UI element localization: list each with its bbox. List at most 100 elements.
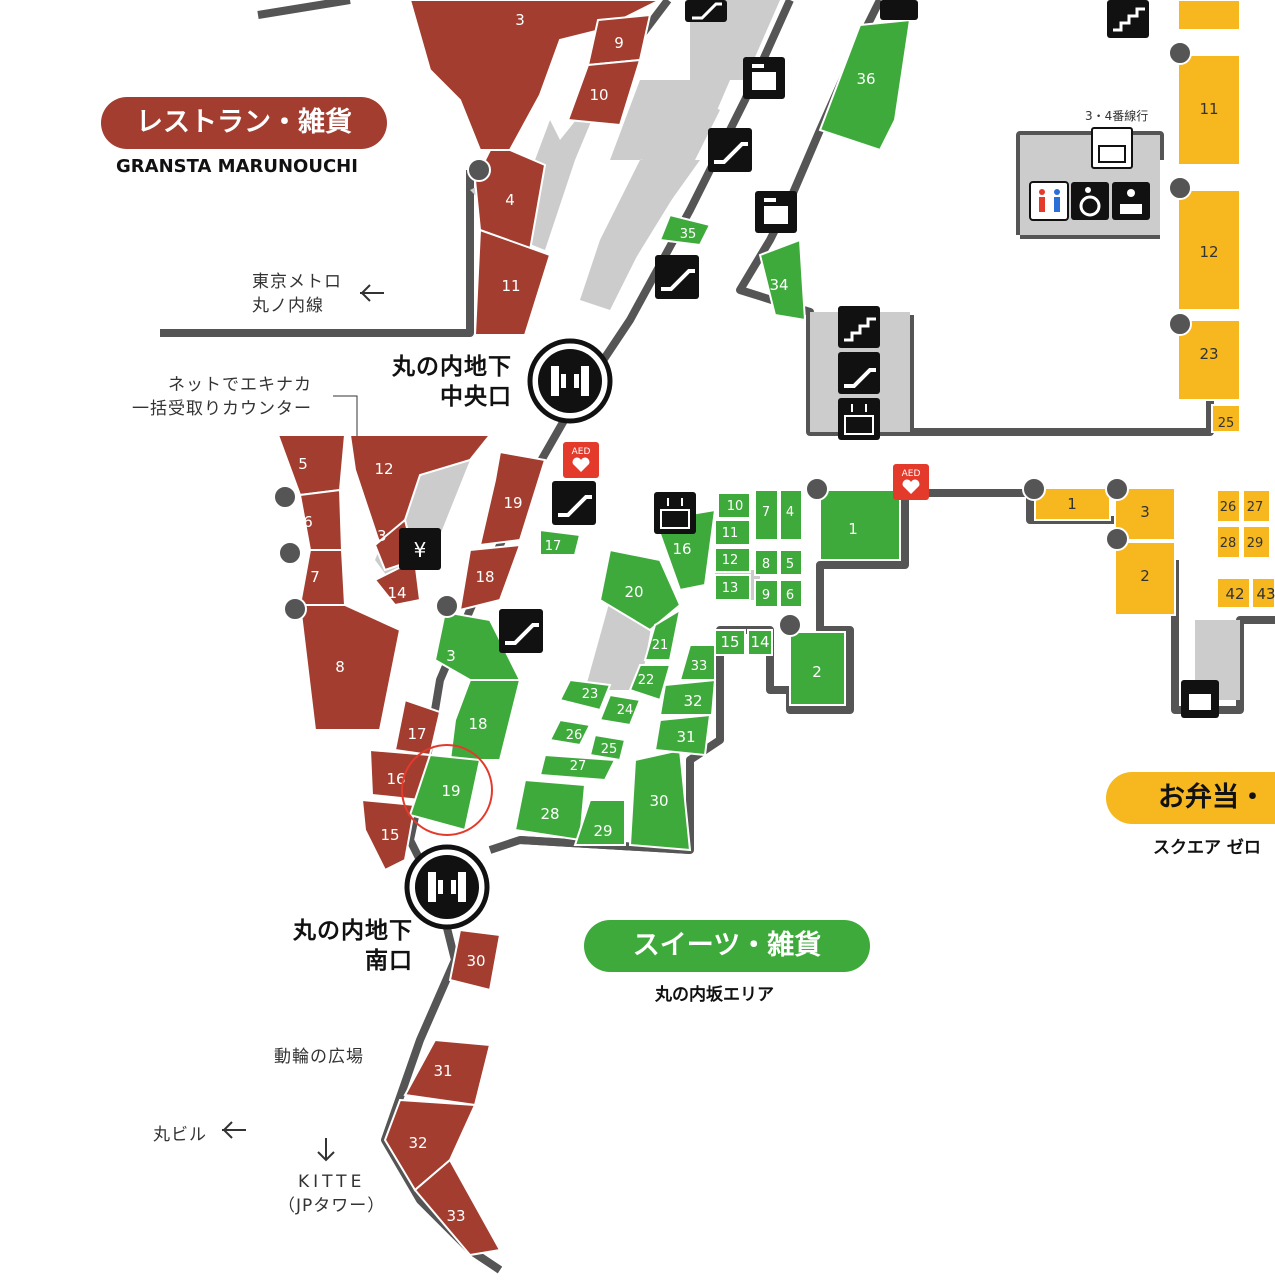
shop-number[interactable]: 16 [386, 770, 405, 788]
shop-number[interactable]: 11 [501, 277, 520, 295]
shop-number[interactable]: 10 [589, 86, 608, 104]
kitte-line1: KITTE [297, 1172, 366, 1192]
restaurant-icon [1168, 41, 1192, 65]
ekinaka-line2: 一括受取りカウンター [132, 399, 312, 419]
shop-number[interactable]: 11 [1199, 100, 1218, 118]
shop-number[interactable]: 18 [468, 715, 487, 733]
shop-number[interactable]: 2 [812, 663, 822, 681]
shop-number[interactable]: 27 [1247, 500, 1264, 515]
shop-number[interactable]: 9 [614, 34, 624, 52]
shop-number[interactable]: 12 [374, 460, 393, 478]
shop-number[interactable]: 27 [570, 759, 587, 774]
shop-number[interactable]: 7 [310, 568, 320, 586]
shop-number[interactable]: 23 [1199, 345, 1218, 363]
shop-number[interactable]: 34 [769, 276, 788, 294]
shop-number[interactable]: 18 [475, 568, 494, 586]
sweets-area-subtitle: 丸の内坂エリア [655, 985, 774, 1005]
shop-number[interactable]: 19 [503, 494, 522, 512]
shop-number[interactable]: 11 [722, 526, 739, 541]
svg-text:AED: AED [902, 469, 921, 479]
shop-number[interactable]: 14 [750, 633, 769, 651]
shop-number[interactable]: 32 [683, 692, 702, 710]
shop-number[interactable]: 30 [649, 792, 668, 810]
restaurant-area-title: レストラン・雑貨 [101, 97, 387, 149]
restroom-icon [1029, 181, 1069, 221]
shop-number[interactable]: 3 [446, 647, 456, 665]
shop-number[interactable]: 3 [515, 11, 525, 29]
shop-number[interactable]: 13 [722, 581, 739, 596]
baby-care-icon [1112, 182, 1150, 220]
shop-number[interactable]: 5 [786, 557, 794, 572]
shop-number[interactable]: 20 [624, 583, 643, 601]
shop-number[interactable]: 32 [408, 1134, 427, 1152]
escalator-icon [708, 128, 752, 172]
shop-number[interactable]: 13 [367, 527, 386, 545]
elevator-icon [838, 398, 880, 440]
shop-number[interactable]: 31 [676, 728, 695, 746]
shop-number[interactable]: 3 [1140, 503, 1150, 521]
shop-number[interactable]: 36 [856, 70, 875, 88]
svg-text:¥: ¥ [414, 538, 427, 562]
shop-number[interactable]: 22 [638, 673, 655, 688]
central-exit-label[interactable]: 丸の内地下 中央口 [372, 352, 512, 412]
shop-number[interactable]: 8 [762, 557, 770, 572]
shop-number[interactable]: 29 [593, 822, 612, 840]
shop-number[interactable]: 19 [441, 782, 460, 800]
south-exit-line1: 丸の内地下 [293, 918, 413, 944]
shop-number[interactable]: 28 [540, 805, 559, 823]
shop-number[interactable]: 15 [380, 826, 399, 844]
shop-number[interactable]: 10 [727, 499, 744, 514]
coin-locker-icon [1181, 680, 1219, 718]
shop-number[interactable]: 12 [1199, 243, 1218, 261]
plaza-label: 動輪の広場 [274, 1047, 364, 1067]
shop-number[interactable]: 17 [545, 539, 562, 554]
kitte-line2: （JPタワー） [278, 1196, 386, 1216]
kitte-label: KITTE （JPタワー） [278, 1170, 385, 1218]
arrow-left-icon [360, 284, 384, 302]
shop-number[interactable]: 7 [762, 505, 770, 520]
shop-number[interactable]: 6 [303, 513, 313, 531]
escalator-icon [685, 0, 727, 22]
shop-number[interactable]: 2 [1140, 567, 1150, 585]
shop-number[interactable]: 23 [582, 687, 599, 702]
south-exit-line2: 南口 [365, 948, 413, 974]
shop-number[interactable]: 9 [762, 588, 770, 603]
restaurant-icon [278, 541, 302, 565]
shop-number[interactable]: 33 [446, 1207, 465, 1225]
shop-number[interactable]: 31 [433, 1062, 452, 1080]
shop-number[interactable]: 26 [566, 728, 583, 743]
shop-number[interactable]: 14 [387, 584, 406, 602]
shop-number[interactable]: 21 [652, 638, 669, 653]
shop-number[interactable]: 24 [617, 703, 634, 718]
shop-number[interactable]: 6 [786, 588, 794, 603]
shop-number[interactable]: 25 [601, 742, 618, 757]
shop-number[interactable]: 1 [1067, 495, 1077, 513]
shop-number[interactable]: 16 [672, 540, 691, 558]
shop-number[interactable]: 8 [335, 658, 345, 676]
shop-number[interactable]: 29 [1247, 536, 1264, 551]
restaurant-icon [273, 485, 297, 509]
shop-number[interactable]: 4 [786, 505, 794, 520]
shop-number[interactable]: 26 [1220, 500, 1237, 515]
shop-number[interactable]: 1 [848, 520, 858, 538]
shop-number[interactable]: 5 [298, 455, 308, 473]
shop-number[interactable]: 35 [680, 227, 697, 242]
south-exit-label[interactable]: 丸の内地下 南口 [273, 916, 413, 976]
shop-number[interactable]: 33 [691, 659, 708, 674]
shop-number[interactable]: 12 [722, 553, 739, 568]
shop-number[interactable]: 17 [407, 725, 426, 743]
escalator-icon [655, 255, 699, 299]
shop-number[interactable]: 30 [466, 952, 485, 970]
stairs-icon [838, 306, 880, 348]
shop-number[interactable]: 4 [505, 191, 515, 209]
shop-number[interactable]: 43 [1256, 585, 1275, 603]
bento-area-subtitle: スクエア ゼロ [1153, 838, 1261, 858]
shop-number[interactable]: 25 [1218, 416, 1235, 431]
elevator-icon [654, 492, 696, 534]
escalator-icon [552, 481, 596, 525]
shop-number[interactable]: 28 [1220, 536, 1237, 551]
shop-number[interactable]: 15 [720, 633, 739, 651]
coin-locker-icon [743, 57, 785, 99]
restaurant-icon [1105, 527, 1129, 551]
shop-number[interactable]: 42 [1225, 585, 1244, 603]
